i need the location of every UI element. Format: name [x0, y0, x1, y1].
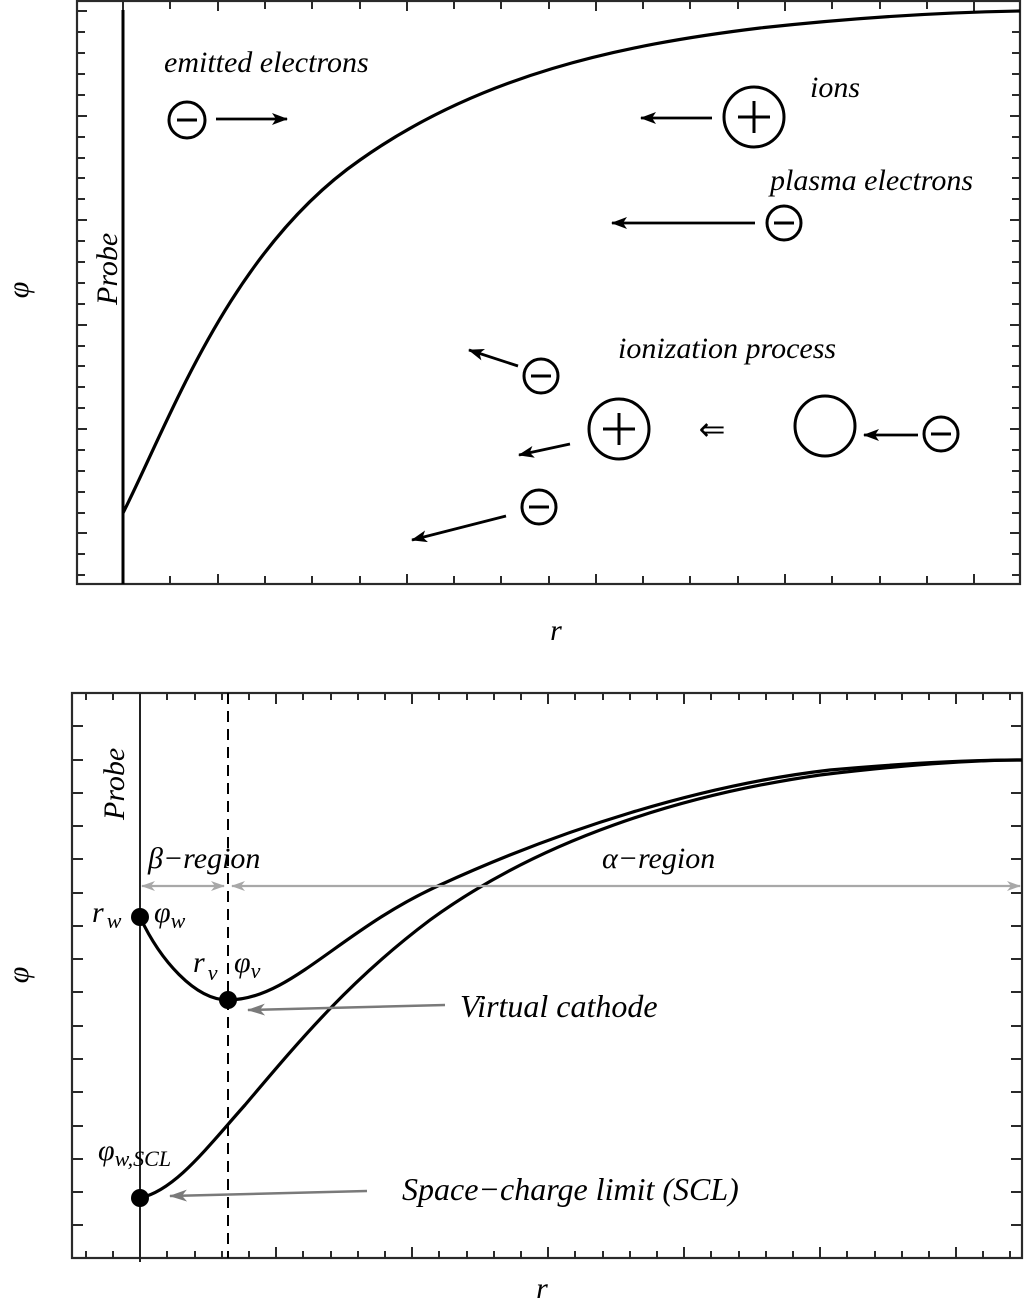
alpha-region-label: α−region	[602, 842, 715, 875]
plasma-electron-icon	[765, 204, 803, 242]
ions-label: ions	[810, 71, 860, 104]
x-axis-label: r	[536, 1272, 548, 1301]
probe-label: Probe	[98, 748, 131, 821]
emitted-electrons-label: emitted electrons	[164, 46, 369, 79]
process-double-arrow-icon: ⇐	[699, 410, 726, 448]
scl-arrow-icon	[169, 1189, 368, 1202]
ion-icon	[722, 85, 786, 149]
virtual-cathode-curve	[138, 758, 1023, 1002]
impacting-electron-icon	[922, 415, 960, 453]
ionization-process-label: ionization process	[618, 332, 836, 365]
neutral-atom-icon	[793, 394, 857, 458]
y-axis-label: φ	[2, 282, 35, 299]
virtual-cathode-arrow-icon	[247, 1003, 446, 1016]
phi-w-label: φw	[154, 896, 186, 933]
phi-w-scl-label: φw,SCL	[98, 1134, 171, 1171]
ionization-electron-lower-arrow-icon	[411, 514, 507, 543]
ionization-electron-upper-icon	[522, 357, 560, 395]
virtual-cathode-label: Virtual cathode	[460, 988, 658, 1024]
potential-curve	[121, 9, 1021, 514]
ionization-electron-upper-arrow-icon	[468, 348, 519, 368]
ionization-ion-icon	[587, 397, 651, 461]
y-axis-label: φ	[2, 967, 35, 984]
ionization-ion-arrow-icon	[518, 442, 571, 458]
plasma-electrons-label: plasma electrons	[768, 164, 973, 197]
wall-point-dot	[131, 908, 149, 926]
emitted-electron-icon	[167, 100, 207, 140]
phi-v-label: φv	[234, 946, 261, 983]
scl-label: Space−charge limit (SCL)	[402, 1171, 739, 1207]
top-panel: Probe φ r emitted electrons ions plasma …	[2, 0, 1022, 647]
scl-point-dot	[131, 1189, 149, 1207]
top-y-ticks	[77, 10, 1020, 576]
probe-label: Probe	[91, 233, 124, 306]
x-axis-label: r	[550, 614, 562, 647]
ionization-electron-lower-icon	[520, 488, 558, 526]
virtual-cathode-dot	[219, 991, 237, 1009]
scl-curve	[139, 758, 1023, 1200]
beta-region-label: β−region	[147, 842, 260, 875]
bottom-x-ticks	[85, 693, 1011, 1258]
